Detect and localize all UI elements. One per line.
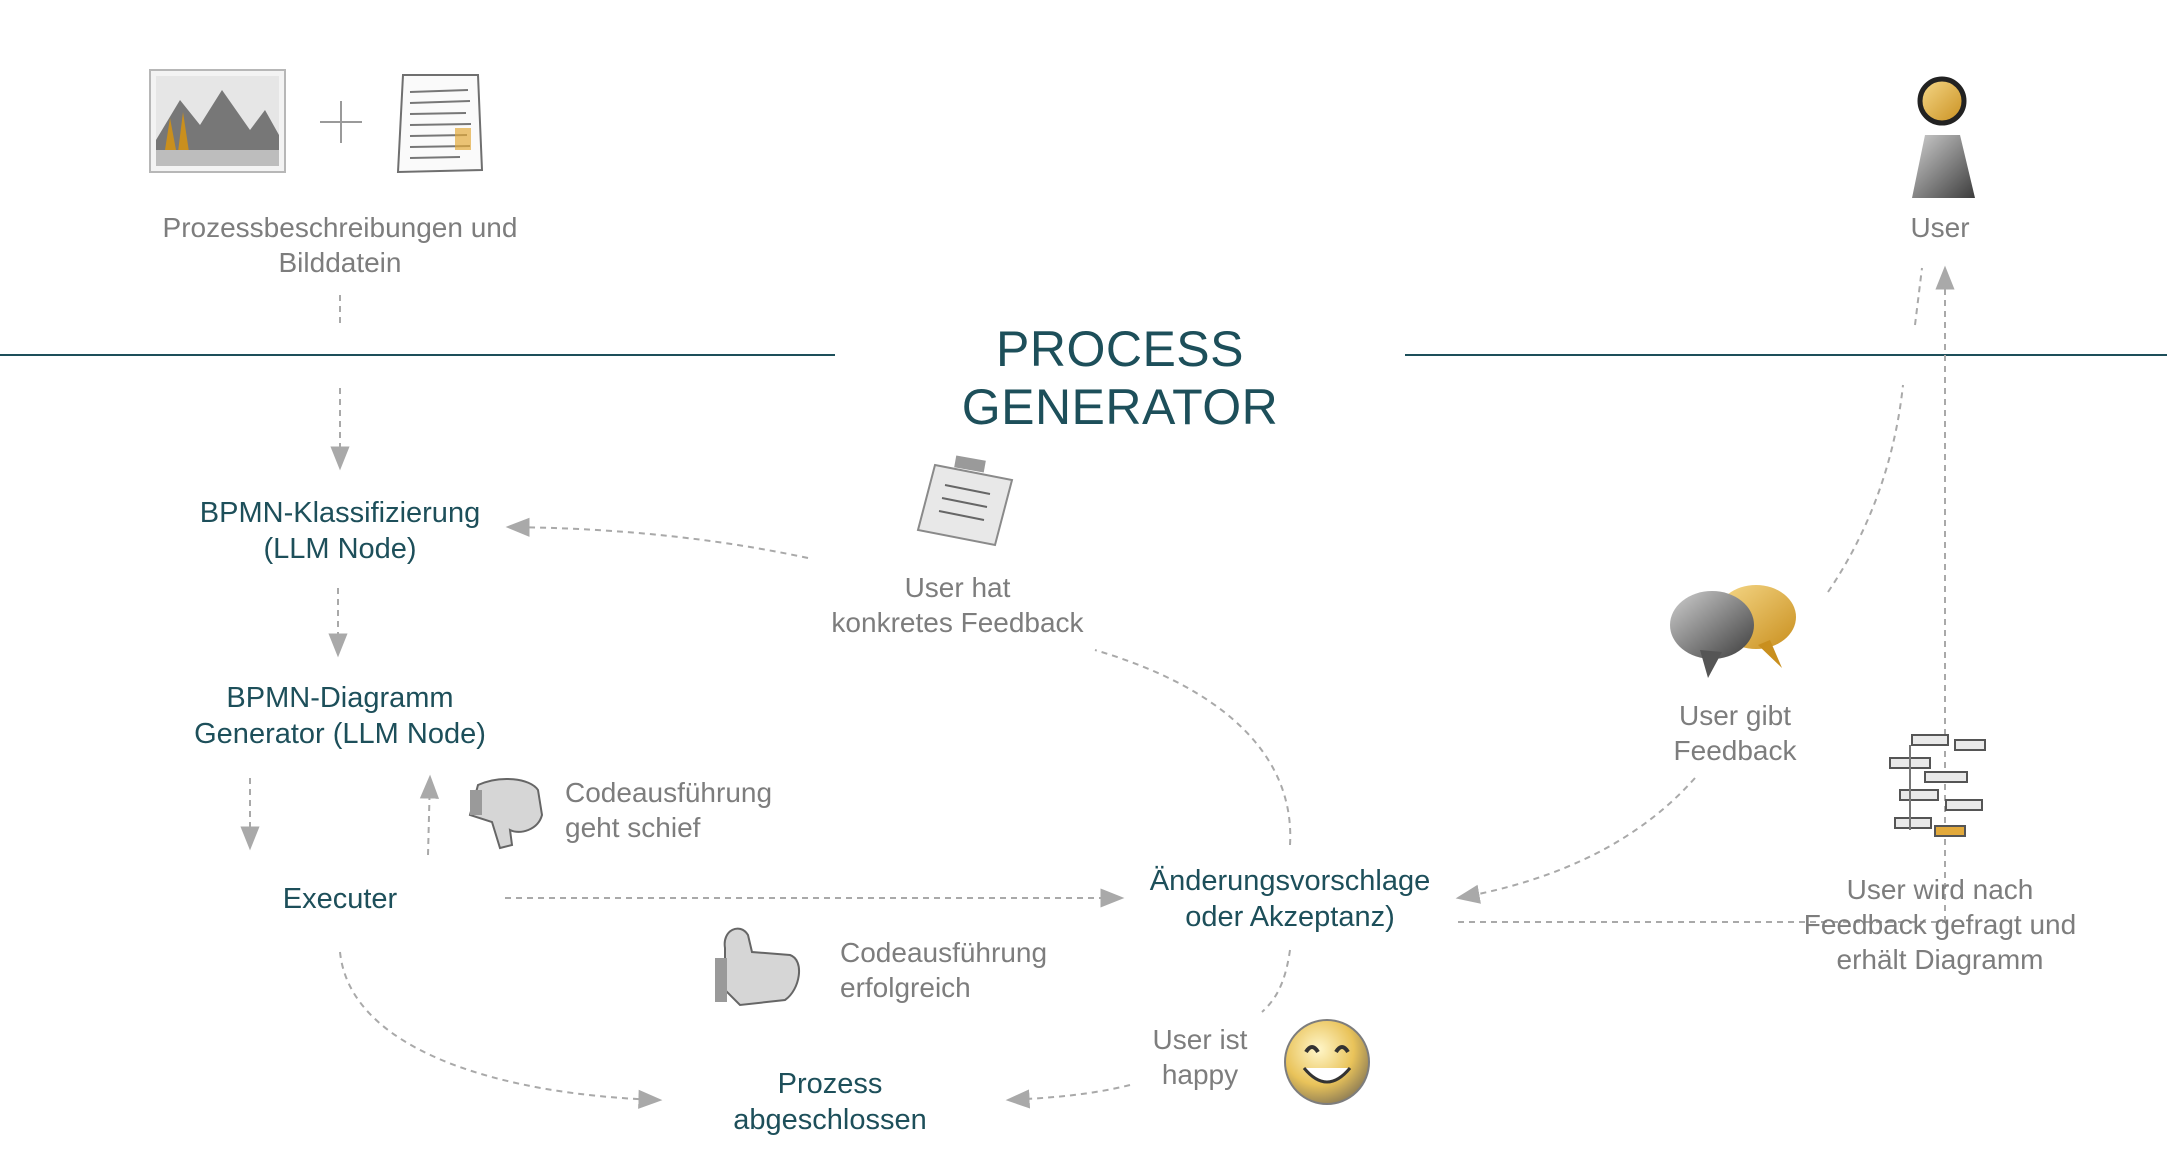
arrow-changes-to-happy: [1261, 949, 1291, 1013]
person-icon: [1912, 76, 1975, 198]
process-diagram-icon: [1889, 734, 1986, 837]
page-title: PROCESS GENERATOR: [961, 321, 1279, 435]
arrow-executer-to-generator: [419, 774, 440, 856]
landscape-image-icon: [149, 69, 286, 173]
node-executer: Executer: [282, 883, 398, 915]
user-label: User: [1910, 212, 1970, 243]
thumbs-down-icon: [468, 778, 544, 850]
arrow-user-feedback-to-changes: [1455, 777, 1696, 904]
node-bpmn-classify: BPMN-Klassifizierung(LLM Node): [199, 497, 481, 566]
plus-icon: [320, 101, 362, 143]
document-icon: [396, 74, 484, 174]
arrow-user-to-feedback-top: [1914, 267, 1923, 326]
arrow-changes-to-feedback: [1094, 649, 1292, 846]
arrow-executer-to-done: [339, 951, 663, 1109]
smiley-icon: [1284, 1019, 1370, 1105]
arrow-happy-to-done: [1005, 1084, 1131, 1109]
thumbs-up-icon: [715, 927, 801, 1007]
arrow-user-to-feedback: [1827, 384, 1904, 593]
clipboard-checklist-icon: [916, 455, 1014, 547]
arrow-feedback-to-classify: [505, 517, 809, 559]
speech-bubbles-icon: [1670, 585, 1796, 678]
